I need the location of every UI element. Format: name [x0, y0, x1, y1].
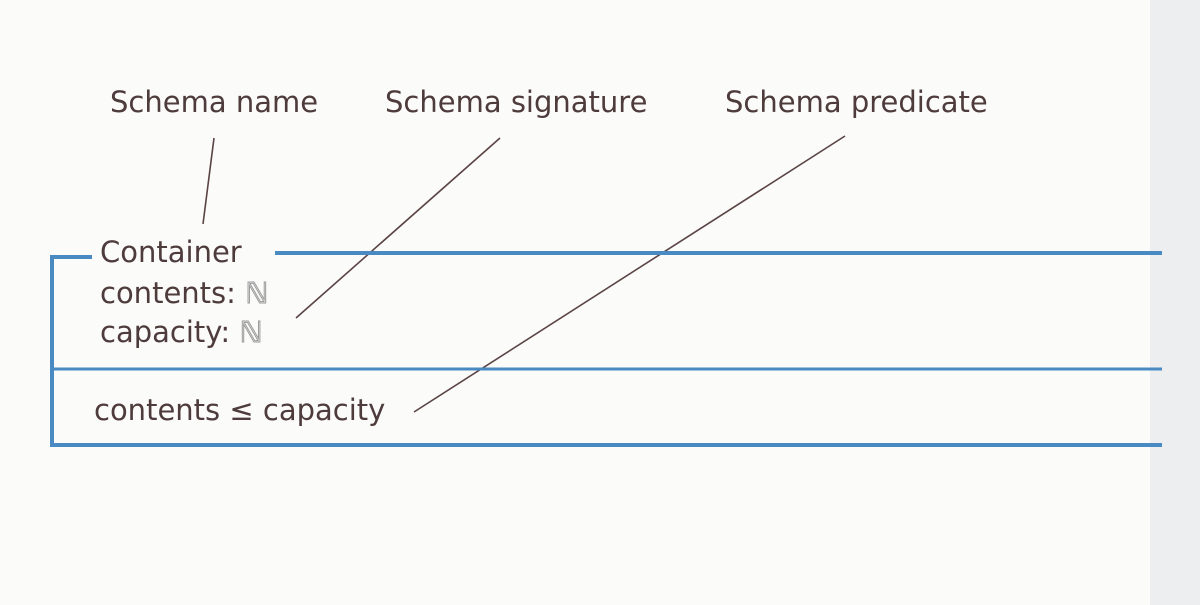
schema-name: Container	[100, 235, 242, 269]
schema-box-outline	[50, 255, 1162, 447]
label-schema-signature: Schema signature	[385, 85, 647, 119]
leader-line-name	[202, 137, 215, 225]
naturals-symbol: ℕ	[239, 315, 262, 349]
label-schema-predicate: Schema predicate	[725, 85, 988, 119]
schema-predicate: contents ≤ capacity	[94, 393, 385, 427]
label-schema-name: Schema name	[110, 85, 318, 119]
declaration-contents: contents: ℕ	[100, 276, 268, 310]
page-edge-shadow	[1150, 0, 1200, 605]
schema-box	[50, 251, 1162, 447]
leader-line-predicate	[413, 135, 846, 413]
leader-line-signature	[295, 137, 501, 319]
naturals-symbol: ℕ	[245, 276, 268, 310]
declaration-capacity: capacity: ℕ	[100, 315, 263, 349]
